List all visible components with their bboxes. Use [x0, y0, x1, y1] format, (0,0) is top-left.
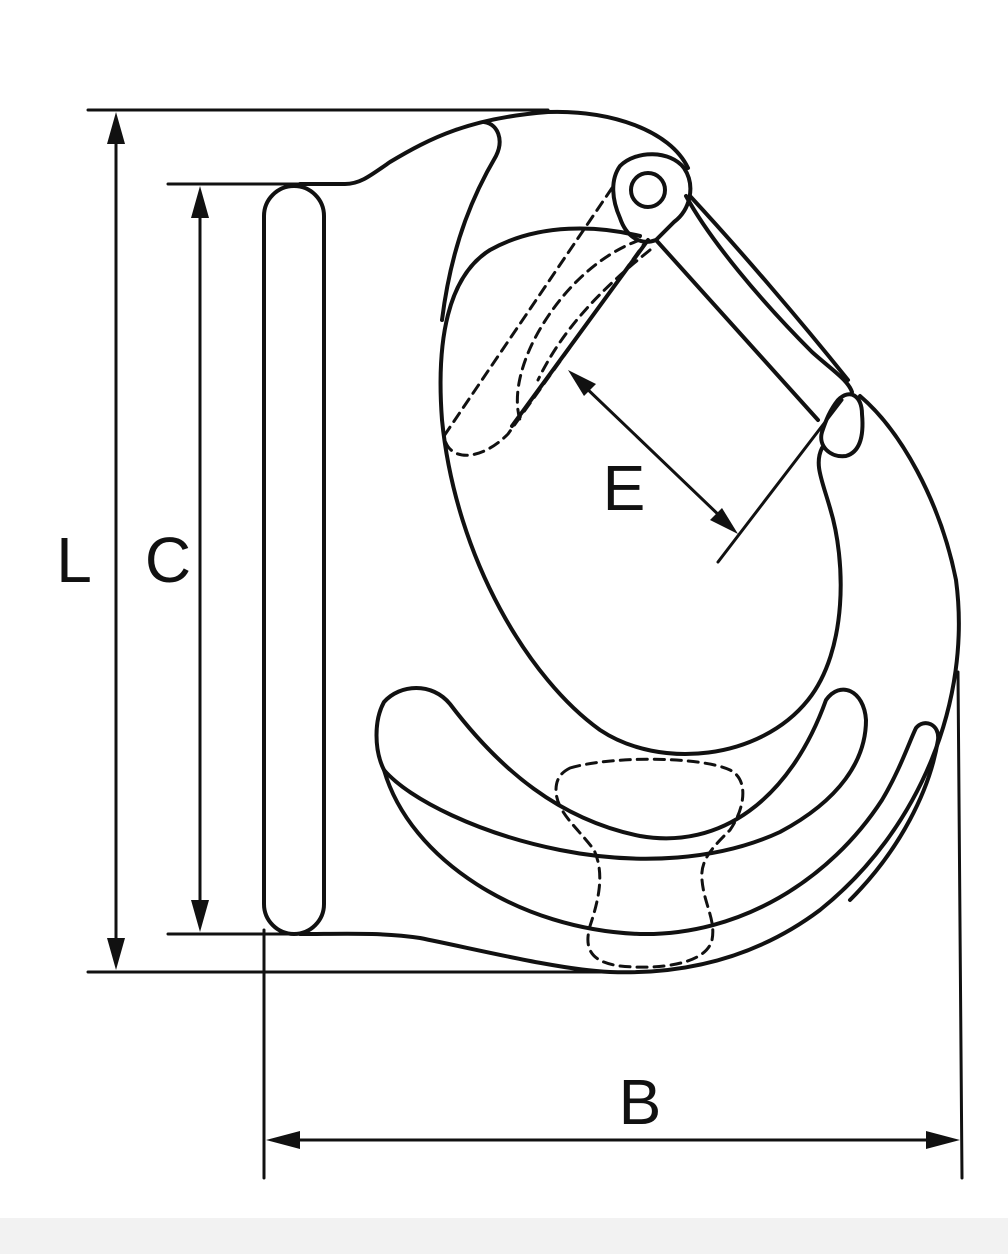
rope-slot: [262, 184, 326, 936]
label-B: B: [619, 1066, 662, 1138]
latch-open-position-mid: [536, 248, 652, 382]
latch-pivot-pin: [629, 171, 667, 209]
label-E: E: [603, 452, 646, 524]
latch-arm: [654, 194, 854, 422]
dimension-L: L: [56, 112, 125, 970]
arrowhead-E-bottom: [710, 508, 738, 534]
label-C: C: [145, 524, 191, 596]
latch: [442, 152, 865, 459]
arrowhead-E-top: [568, 370, 596, 396]
extension-line-E: [716, 398, 844, 564]
lower-crescent-slot: [374, 686, 868, 861]
arrowhead-L-top: [107, 112, 125, 144]
arrowhead-B-right: [926, 1131, 960, 1149]
extension-lines: [86, 108, 964, 1180]
lower-rim-groove: [382, 721, 941, 937]
hook-outer-outline: [298, 109, 961, 975]
latch-nose: [819, 392, 865, 459]
hook-upper-lobe: [440, 120, 502, 322]
footer-strip: [0, 1218, 1008, 1254]
extension-line-right-B: [956, 670, 964, 1180]
hook-throat-outline: [438, 226, 843, 756]
hook-drawing: L C B E: [56, 108, 964, 1180]
hidden-center-feature: [554, 757, 745, 969]
label-L: L: [56, 524, 92, 596]
latch-pivot-boss: [611, 152, 693, 244]
arrowhead-L-bottom: [107, 938, 125, 970]
dimension-C: C: [145, 186, 209, 932]
dimension-line-E: [580, 382, 726, 522]
latch-open-position-outer: [442, 186, 646, 457]
dimension-B: B: [266, 1066, 960, 1149]
hook-body: [262, 109, 961, 975]
dimension-E: E: [568, 370, 844, 564]
arrowhead-C-bottom: [191, 900, 209, 932]
arrowhead-B-left: [266, 1131, 300, 1149]
latch-open-position-inner: [515, 238, 642, 422]
arrowhead-C-top: [191, 186, 209, 218]
